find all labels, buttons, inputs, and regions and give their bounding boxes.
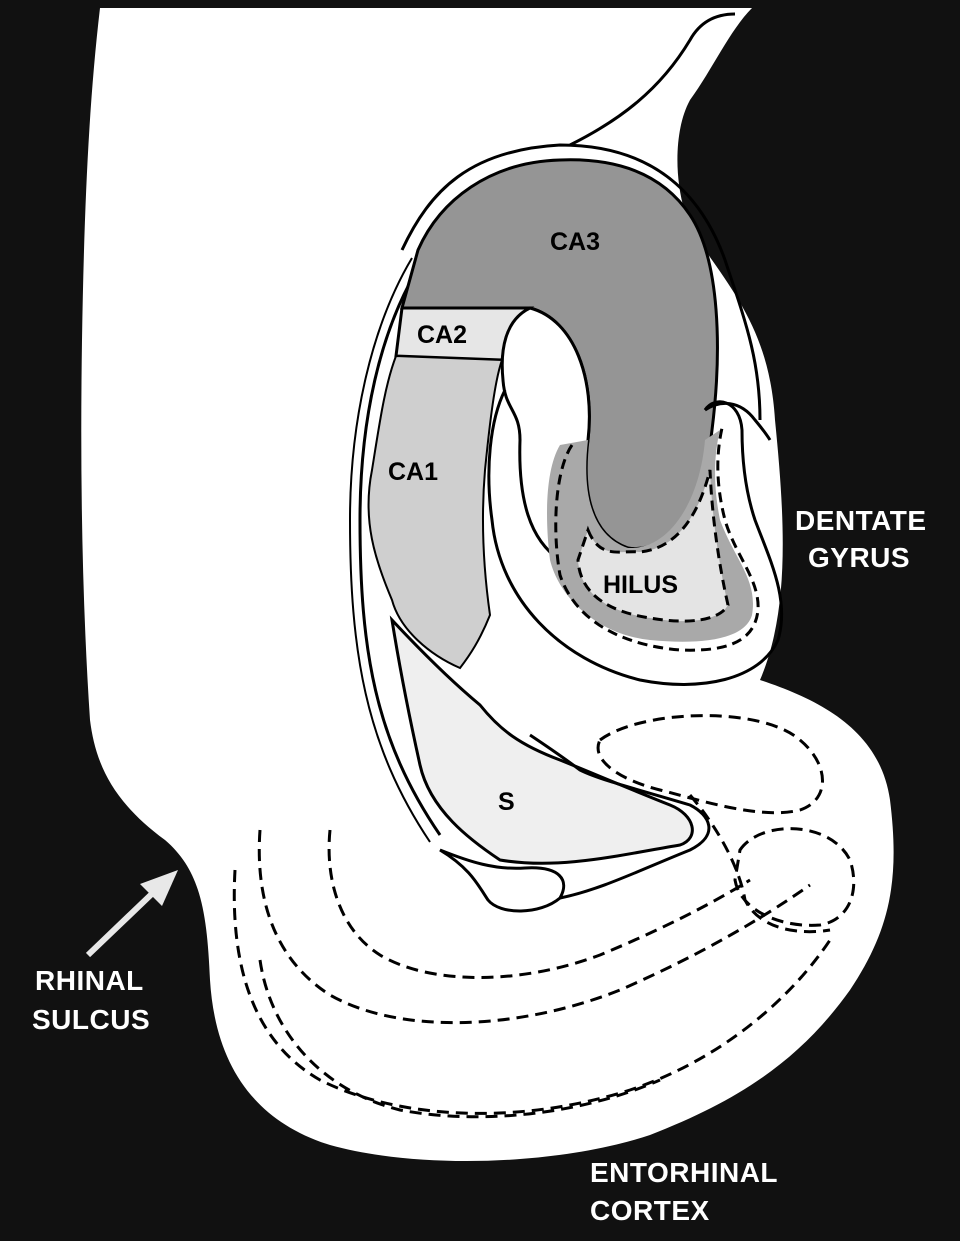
label-dentate-line2: GYRUS	[808, 542, 910, 573]
label-entorhinal-line2: CORTEX	[590, 1195, 710, 1226]
label-dentate-line1: DENTATE	[795, 505, 927, 536]
label-entorhinal-line1: ENTORHINAL	[590, 1157, 778, 1188]
label-ca1: CA1	[388, 458, 438, 486]
label-ca3: CA3	[550, 228, 600, 256]
label-rhinal-line2: SULCUS	[32, 1004, 150, 1035]
label-ca2: CA2	[417, 321, 467, 349]
label-rhinal-line1: RHINAL	[35, 965, 144, 996]
label-subiculum: S	[498, 788, 515, 816]
label-hilus: HILUS	[603, 571, 678, 599]
